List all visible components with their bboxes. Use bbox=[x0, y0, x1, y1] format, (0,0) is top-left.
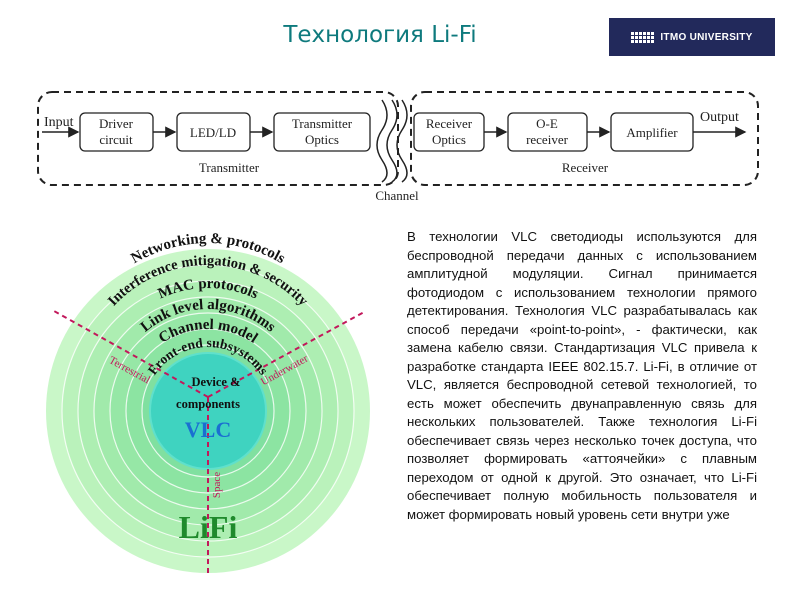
receiver-label: Receiver bbox=[562, 160, 609, 175]
vlc-label: VLC bbox=[185, 417, 231, 442]
sector-line-left bbox=[53, 310, 209, 398]
input-label: Input bbox=[44, 115, 74, 130]
lifi-description-text: В технологии VLC светодиоды используются… bbox=[407, 229, 757, 522]
itmo-logo: ITMO UNIVERSITY bbox=[609, 18, 775, 56]
receiver-optics-line1: Receiver bbox=[426, 116, 473, 131]
channel-label: Channel bbox=[375, 188, 419, 203]
amplifier-label: Amplifier bbox=[626, 125, 678, 140]
core-label-line2: components bbox=[176, 397, 240, 411]
channel-wave-icon bbox=[376, 99, 388, 183]
sector-label-space: Space bbox=[211, 472, 223, 498]
lifi-wheel-diagram: Networking & protocols Interference miti… bbox=[46, 231, 370, 577]
driver-circuit-line1: Driver bbox=[99, 116, 134, 131]
oe-receiver-line1: O-E bbox=[536, 116, 558, 131]
receiver-optics-line2: Optics bbox=[432, 132, 466, 147]
receiver-group bbox=[410, 91, 759, 186]
sector-line-right bbox=[207, 310, 367, 398]
transmitter-optics-block bbox=[273, 112, 371, 152]
transmitter-optics-line2: Optics bbox=[305, 132, 339, 147]
oe-receiver-line2: receiver bbox=[526, 132, 569, 147]
core-label-line1: Device & bbox=[192, 375, 241, 389]
vlc-block-diagram: Input Output Driver circuit LED/LD Trans… bbox=[37, 91, 759, 203]
logo-dots-icon bbox=[631, 31, 655, 43]
slide-title: Технология Li-Fi bbox=[283, 22, 477, 48]
logo-text: ITMO UNIVERSITY bbox=[660, 31, 753, 43]
driver-circuit-line2: circuit bbox=[99, 132, 133, 147]
output-label: Output bbox=[700, 110, 739, 125]
led-ld-label: LED/LD bbox=[190, 125, 236, 140]
transmitter-label: Transmitter bbox=[199, 160, 260, 175]
transmitter-optics-line1: Transmitter bbox=[292, 116, 353, 131]
lifi-label: LiFi bbox=[179, 509, 238, 545]
